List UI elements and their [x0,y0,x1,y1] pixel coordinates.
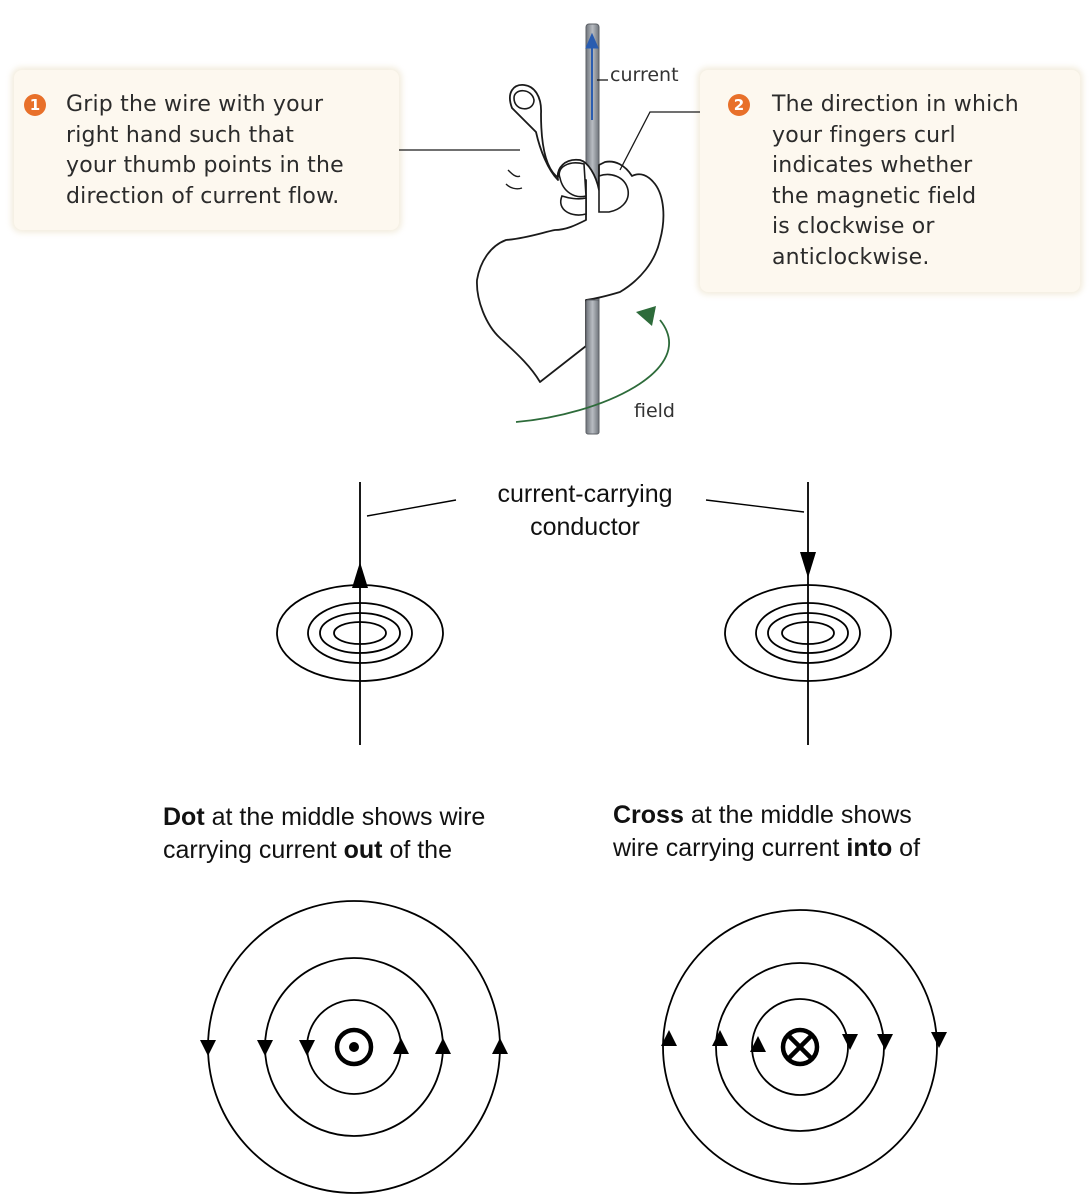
current-arrow [585,32,599,120]
conductor-right [724,482,892,745]
field-arrowhead [636,306,656,326]
dot-symbol [334,1027,374,1067]
step-1-text: Grip the wire with your right hand such … [66,92,344,209]
dot-field-arrows [200,1038,508,1056]
conductor-left [276,482,444,745]
step-2-card [700,70,1080,292]
cross-symbol [780,1027,820,1067]
step-2-text: The direction in which your fingers curl… [772,92,1019,270]
conductor-leader-left [366,499,457,517]
right-hand [476,84,665,383]
finger-curls [558,162,630,216]
field-arrow [515,319,670,423]
step-1-badge: 1 [24,94,46,116]
arrow-up-left-conductor [352,562,368,588]
conductor-label: current-carrying conductor [497,480,673,541]
arrow-down-right-conductor [800,552,816,578]
dot-caption: Dot at the middle shows wire carrying cu… [163,803,486,864]
cross-field-diagram [662,909,938,1185]
field-label: field [634,400,675,422]
conductor-leader-right [705,499,805,513]
step-2-badge: 2 [728,94,750,116]
cross-caption: Cross at the middle shows wire carrying … [613,801,921,862]
leader-step-2 [619,111,700,171]
current-label: current [610,64,679,86]
step-1-card [14,70,399,230]
cross-field-arrows [661,1030,947,1052]
thumb-nail [513,89,535,110]
